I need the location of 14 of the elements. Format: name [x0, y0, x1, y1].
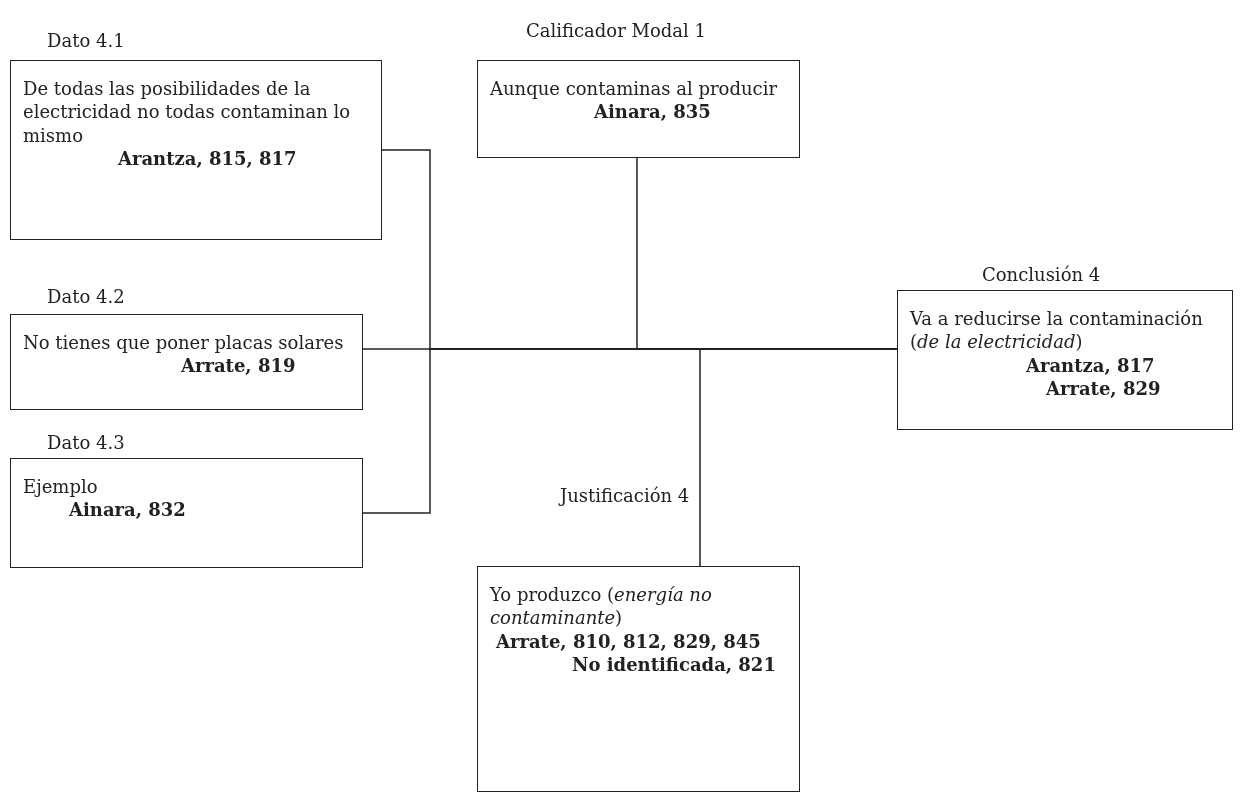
box-text: Ejemplo — [23, 475, 99, 499]
box-text: De todas las posibilidades de la electricidad no todas contaminan lo mismo — [23, 77, 352, 148]
box-text: Yo produzco (energía no contaminante) — [490, 583, 713, 630]
box-text: No tienes que poner placas solares — [23, 331, 345, 355]
attribution-text: Arrate, 819 — [180, 354, 297, 378]
attribution-text: Ainara, 835 — [593, 100, 712, 124]
attribution-text: Ainara, 832 — [68, 498, 187, 522]
box-text: Aunque contaminas al producir — [490, 77, 778, 101]
attribution-text: Arrate, 810, 812, 829, 845 — [495, 629, 762, 654]
attribution-text: Arantza, 817 — [1025, 353, 1156, 378]
attribution-text: No identificada, 821 — [571, 653, 777, 677]
attribution-text: Arantza, 815, 817 — [117, 147, 298, 171]
attribution-text: Arrate, 829 — [1045, 377, 1162, 401]
box-text: Va a reducirse la contaminación (de la electricidad) — [910, 307, 1204, 354]
